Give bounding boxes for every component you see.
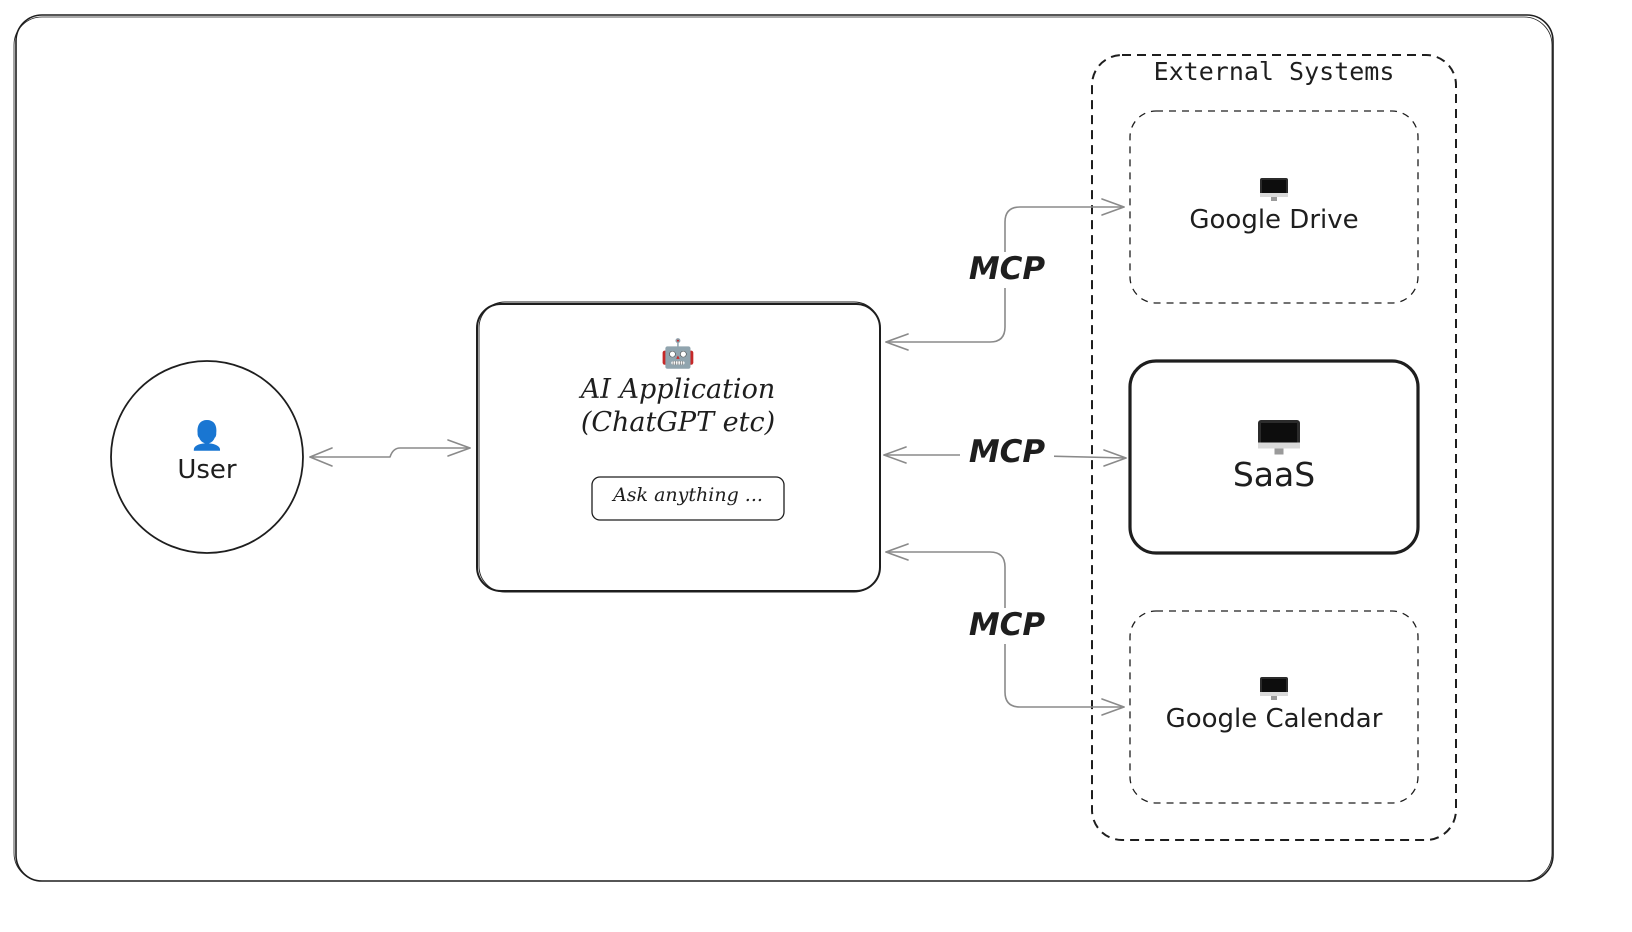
external-systems-group	[1091, 54, 1457, 841]
ai-app-box-sketch	[478, 301, 881, 593]
ask-input-placeholder[interactable]: Ask anything ...	[613, 484, 763, 506]
robot-icon: 🤖	[660, 337, 696, 370]
user-node[interactable]	[110, 360, 304, 554]
saas-box[interactable]	[1128, 359, 1420, 555]
person-icon-glyph: 👤	[189, 419, 225, 452]
mcp-label-top: MCP	[960, 251, 1054, 288]
google-drive-box[interactable]	[1129, 110, 1419, 304]
google-calendar-box[interactable]	[1129, 610, 1419, 804]
external-systems-title: External Systems	[1120, 57, 1428, 87]
mcp-label-bottom: MCP	[960, 607, 1054, 644]
person-icon: 👤	[187, 422, 227, 450]
user-label: User	[177, 455, 237, 485]
mcp-label-middle: MCP	[960, 434, 1054, 471]
ai-app-title-line1: AI Application	[580, 374, 776, 405]
google-calendar-label: Google Calendar	[1165, 704, 1383, 734]
user-app-connector[interactable]	[309, 439, 471, 467]
google-drive-label: Google Drive	[1189, 205, 1359, 235]
saas-label: SaaS	[1232, 455, 1316, 494]
outer-frame-sketch	[13, 16, 1553, 882]
ai-app-title-line2: (ChatGPT etc)	[580, 407, 776, 438]
ask-input-box[interactable]	[591, 476, 785, 521]
